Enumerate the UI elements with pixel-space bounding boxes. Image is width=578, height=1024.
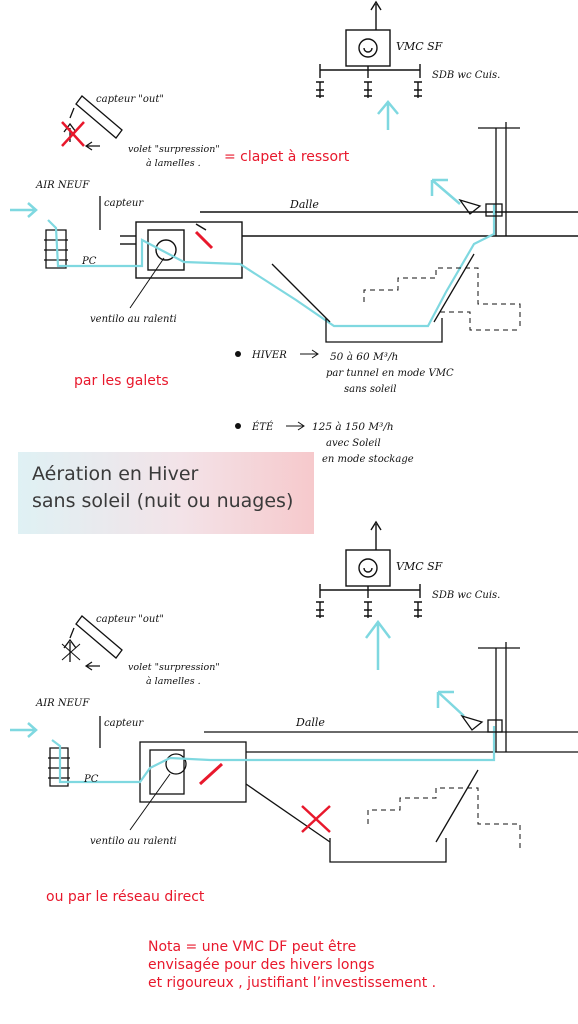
volet-label-2-2: à lamelles . [146, 676, 201, 687]
airflow-path-2 [51, 726, 496, 784]
airflow-path [47, 204, 496, 328]
volet-label-2-1: volet "surpression" [128, 662, 220, 673]
air-neuf-label-2: AIR NEUF [35, 698, 90, 709]
air-neuf-label: AIR NEUF [35, 180, 90, 191]
capteur-out-label-2: capteur "out" [96, 614, 164, 625]
capteur-label: capteur [104, 198, 144, 209]
dalle-label: Dalle [289, 198, 319, 211]
sdb-label-2: SDB wc Cuis. [432, 590, 500, 601]
ventilo-label-2: ventilo au ralenti [90, 836, 177, 847]
ventilo-label: ventilo au ralenti [90, 314, 177, 325]
dalle-label-2: Dalle [295, 716, 325, 729]
diagram-bottom: VMC SF SDB wc Cuis. capteur "out" volet … [10, 520, 578, 863]
nota-line-3: et rigoureux , justifiant l’investisseme… [148, 975, 437, 991]
hiver-line-2: par tunnel en mode VMC [326, 368, 454, 379]
hiver-line-3: sans soleil [344, 384, 397, 395]
hiver-line-1: 50 à 60 M³/h [330, 351, 398, 363]
capteur-out-label: capteur "out" [96, 94, 164, 105]
vmc-label-2: VMC SF [396, 560, 443, 573]
nota-line-1: Nota = une VMC DF peut être [148, 939, 357, 955]
vmc-label: VMC SF [396, 40, 443, 53]
pc-label-2: PC [83, 774, 99, 785]
ete-label: ÉTÉ [251, 421, 274, 433]
clapet-note: = clapet à ressort [224, 149, 350, 165]
pc-label: PC [81, 256, 97, 267]
vmc-unit [316, 0, 422, 98]
galets-note: par les galets [74, 373, 169, 389]
volet-label-1: volet "surpression" [128, 144, 220, 155]
volet-label-2: à lamelles . [146, 158, 201, 169]
capteur-label-2: capteur [104, 718, 144, 729]
section-banner [18, 452, 314, 534]
nota-line-2: envisagée pour des hivers longs [148, 957, 375, 973]
ete-line-3: en mode stockage [322, 454, 414, 465]
reseau-direct-note: ou par le réseau direct [46, 889, 205, 905]
hiver-label: HIVER [251, 350, 287, 361]
diagram-top: VMC SF SDB wc Cuis. capteur "out" volet … [10, 0, 578, 465]
blocked-cross [61, 121, 85, 147]
ete-line-1: 125 à 150 M³/h [312, 421, 394, 433]
banner-title-line-2: sans soleil (nuit ou nuages) [32, 490, 294, 512]
sdb-label: SDB wc Cuis. [432, 70, 500, 81]
airflow-arrow-up [377, 100, 399, 130]
banner-title-line-1: Aération en Hiver [32, 463, 199, 485]
ete-line-2: avec Soleil [326, 438, 381, 449]
